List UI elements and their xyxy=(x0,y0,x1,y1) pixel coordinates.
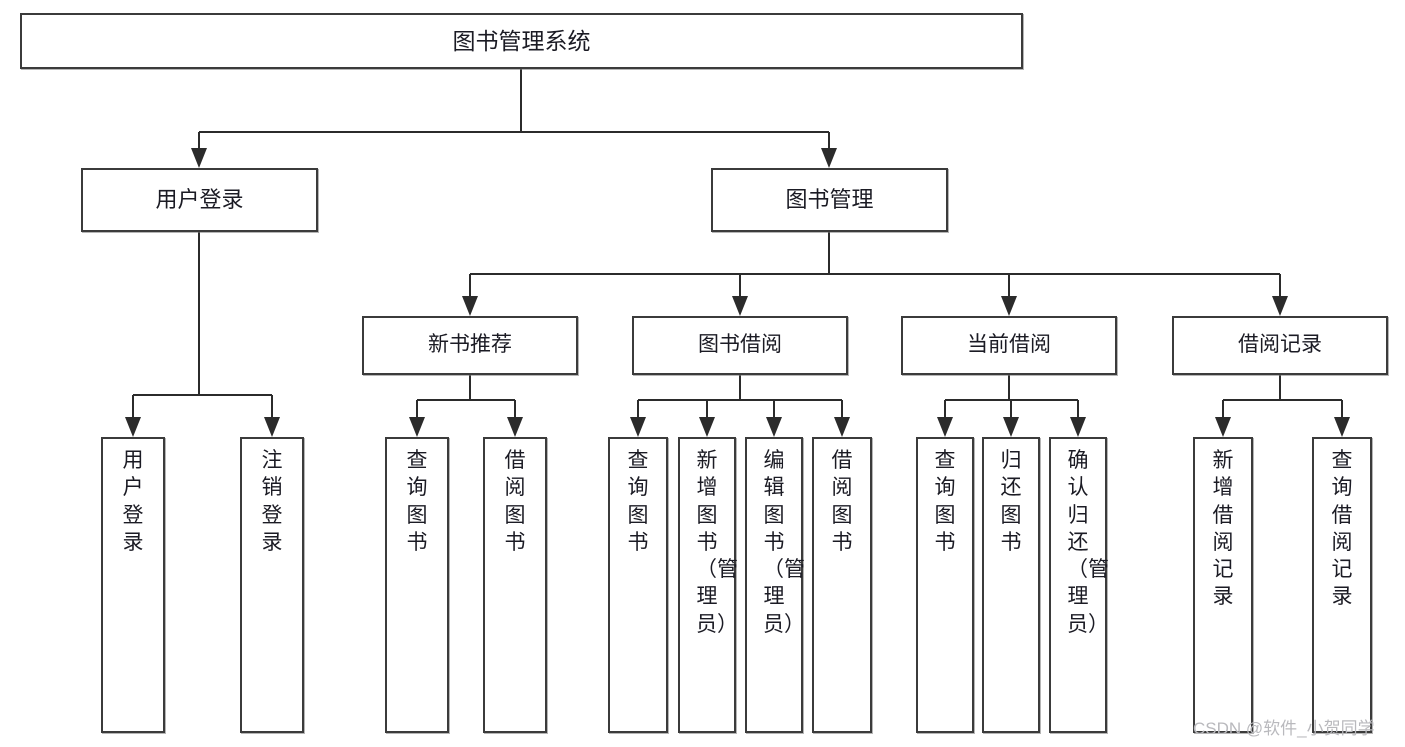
node-leaf-borrow-book-1[interactable]: 借阅图书 xyxy=(483,437,547,733)
node-leaf-query-book-2[interactable]: 查询图书 xyxy=(608,437,668,733)
node-new-book-recommend[interactable]: 新书推荐 xyxy=(362,316,578,375)
arrowhead-current-borrow-group-branch-0 xyxy=(937,417,953,437)
node-label: 查询图书 xyxy=(934,449,956,554)
arrowhead-current-borrow-group-branch-1 xyxy=(1003,417,1019,437)
arrowhead-book-manage-branch-2 xyxy=(1001,296,1017,316)
node-label: 编辑图书（管理员） xyxy=(763,449,805,636)
arrowhead-new-book-recommend-group-branch-0 xyxy=(409,417,425,437)
node-leaf-user-logout[interactable]: 注销登录 xyxy=(240,437,304,733)
node-label: 借阅图书 xyxy=(504,449,526,554)
node-label: 用户登录 xyxy=(155,187,244,213)
node-label: 确认归还（管理员） xyxy=(1067,449,1109,636)
node-label: 当前借阅 xyxy=(967,333,1051,357)
arrowhead-user-login-group-branch-1 xyxy=(264,417,280,437)
arrowhead-book-borrow-group-branch-2 xyxy=(766,417,782,437)
node-leaf-user-login[interactable]: 用户登录 xyxy=(101,437,165,733)
node-label: 注销登录 xyxy=(261,449,283,554)
arrowhead-book-borrow-group-branch-1 xyxy=(699,417,715,437)
node-label: 查询图书 xyxy=(406,449,428,554)
arrowhead-book-manage-branch-0 xyxy=(462,296,478,316)
arrowhead-user-login-group-branch-0 xyxy=(125,417,141,437)
node-leaf-add-record[interactable]: 新增借阅记录 xyxy=(1193,437,1253,733)
node-label: 图书管理系统 xyxy=(452,27,591,54)
node-leaf-add-book[interactable]: 新增图书（管理员） xyxy=(678,437,738,733)
node-leaf-confirm-return[interactable]: 确认归还（管理员） xyxy=(1049,437,1109,733)
node-label: 查询借阅记录 xyxy=(1331,449,1353,609)
node-book-manage[interactable]: 图书管理 xyxy=(711,168,948,232)
node-label: 查询图书 xyxy=(627,449,649,554)
node-label: 图书管理 xyxy=(785,187,874,213)
arrowhead-book-borrow-group-branch-3 xyxy=(834,417,850,437)
node-book-borrow[interactable]: 图书借阅 xyxy=(632,316,848,375)
arrowhead-borrow-record-group-branch-1 xyxy=(1334,417,1350,437)
node-leaf-query-book-1[interactable]: 查询图书 xyxy=(385,437,449,733)
arrowhead-book-borrow-group-branch-0 xyxy=(630,417,646,437)
node-label: 借阅图书 xyxy=(831,449,853,554)
arrowhead-root-branch-1 xyxy=(821,148,837,168)
node-leaf-query-record[interactable]: 查询借阅记录 xyxy=(1312,437,1372,733)
node-leaf-return-book[interactable]: 归还图书 xyxy=(982,437,1040,733)
node-label: 新增图书（管理员） xyxy=(696,449,738,636)
node-label: 新增借阅记录 xyxy=(1212,449,1234,609)
arrowhead-current-borrow-group-branch-2 xyxy=(1070,417,1086,437)
node-label: 借阅记录 xyxy=(1238,333,1322,357)
arrowhead-root-branch-0 xyxy=(191,148,207,168)
node-leaf-query-book-3[interactable]: 查询图书 xyxy=(916,437,974,733)
node-current-borrow[interactable]: 当前借阅 xyxy=(901,316,1117,375)
arrowhead-borrow-record-group-branch-0 xyxy=(1215,417,1231,437)
arrowhead-book-manage-branch-3 xyxy=(1272,296,1288,316)
node-label: 新书推荐 xyxy=(428,333,512,357)
node-root-system[interactable]: 图书管理系统 xyxy=(20,13,1023,69)
watermark-text: CSDN @软件_小贺同学 xyxy=(1193,719,1375,738)
node-user-login[interactable]: 用户登录 xyxy=(81,168,318,232)
node-borrow-record[interactable]: 借阅记录 xyxy=(1172,316,1388,375)
node-label: 用户登录 xyxy=(122,449,144,554)
node-leaf-borrow-book-2[interactable]: 借阅图书 xyxy=(812,437,872,733)
node-leaf-edit-book[interactable]: 编辑图书（管理员） xyxy=(745,437,805,733)
node-label: 归还图书 xyxy=(1000,449,1022,554)
arrowhead-book-manage-branch-1 xyxy=(732,296,748,316)
arrowhead-new-book-recommend-group-branch-1 xyxy=(507,417,523,437)
node-label: 图书借阅 xyxy=(698,333,782,357)
